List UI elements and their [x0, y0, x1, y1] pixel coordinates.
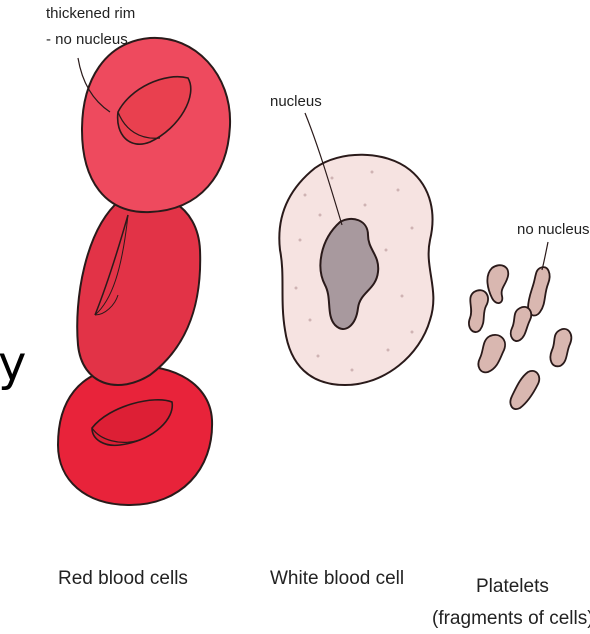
platelets	[469, 265, 571, 409]
wbc-nucleus-label: nucleus	[270, 93, 322, 110]
rbc-top	[82, 38, 230, 212]
caption-platelets-line2: (fragments of cells)	[432, 608, 590, 629]
platelet	[478, 335, 505, 372]
platelet	[550, 329, 571, 366]
stray-glyph: y	[0, 336, 26, 392]
platelet-no-nucleus-label: no nucleus	[517, 221, 590, 238]
white-blood-cell	[279, 113, 433, 385]
rbc-middle	[77, 195, 200, 385]
rbc-bottom	[58, 366, 212, 505]
caption-platelets-line1: Platelets	[476, 576, 549, 597]
red-blood-cells	[58, 38, 230, 505]
platelet	[487, 265, 508, 303]
platelet	[510, 371, 539, 409]
rbc-rim-label-line1: thickened rim	[46, 5, 135, 22]
rbc-rim-label-line2: - no nucleus	[46, 31, 128, 48]
caption-red-blood-cells: Red blood cells	[58, 568, 188, 589]
platelet	[469, 290, 488, 332]
caption-white-blood-cell: White blood cell	[270, 568, 404, 589]
platelet	[511, 307, 532, 341]
platelet	[528, 267, 550, 315]
rbc-middle-body	[77, 195, 200, 385]
platelet-pointer	[542, 242, 548, 270]
